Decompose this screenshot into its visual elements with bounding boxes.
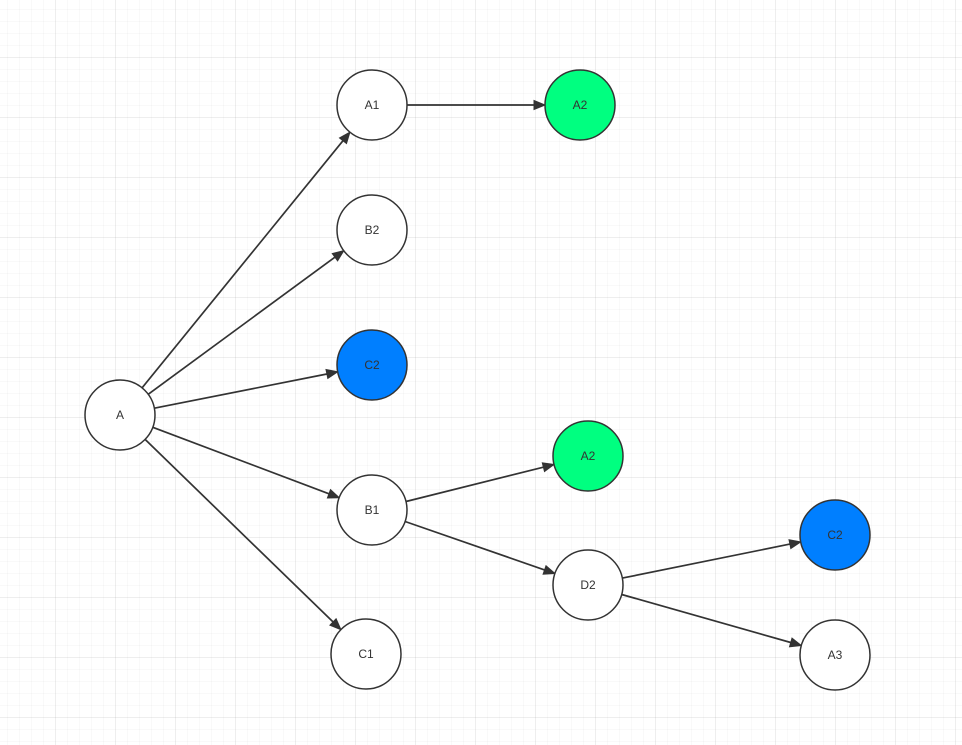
edge-D2-to-C2_right bbox=[622, 539, 802, 579]
node-A1[interactable]: A1 bbox=[336, 69, 408, 141]
node-circle[interactable] bbox=[544, 69, 616, 141]
edge-line bbox=[621, 593, 791, 644]
arrowhead-icon bbox=[541, 462, 556, 473]
edge-line bbox=[154, 373, 328, 410]
edge-A-to-A1 bbox=[141, 131, 351, 389]
edge-line bbox=[144, 438, 334, 623]
node-label: B1 bbox=[365, 503, 380, 517]
node-A2_low[interactable]: A2 bbox=[552, 420, 624, 492]
node-label: D2 bbox=[580, 578, 596, 592]
arrowhead-icon bbox=[788, 539, 802, 550]
node-circle[interactable] bbox=[336, 69, 408, 141]
node-circle[interactable] bbox=[84, 379, 156, 451]
arrowhead-icon bbox=[325, 368, 339, 380]
node-C2_right[interactable]: C2 bbox=[799, 499, 871, 571]
arrowhead-icon bbox=[533, 99, 547, 111]
edge-A-to-B2 bbox=[147, 249, 345, 395]
arrowhead-icon bbox=[542, 564, 557, 575]
arrowhead-icon bbox=[331, 249, 345, 262]
node-circle[interactable] bbox=[799, 499, 871, 571]
edge-D2-to-A3 bbox=[621, 593, 803, 648]
node-B1[interactable]: B1 bbox=[336, 474, 408, 546]
edge-line bbox=[152, 426, 330, 495]
node-label: A1 bbox=[365, 98, 380, 112]
edge-A1-to-A2_top bbox=[407, 99, 547, 111]
node-circle[interactable] bbox=[330, 618, 402, 690]
node-circle[interactable] bbox=[336, 194, 408, 266]
edge-A-to-C1 bbox=[144, 438, 342, 631]
edge-line bbox=[405, 466, 544, 503]
node-label: A2 bbox=[573, 98, 588, 112]
edge-line bbox=[622, 543, 791, 579]
node-A2_top[interactable]: A2 bbox=[544, 69, 616, 141]
arrowhead-icon bbox=[338, 131, 351, 145]
arrowhead-icon bbox=[326, 488, 341, 499]
node-label: A2 bbox=[581, 449, 596, 463]
node-A3[interactable]: A3 bbox=[799, 619, 871, 691]
edge-A-to-C2_mid bbox=[154, 368, 339, 410]
node-circle[interactable] bbox=[552, 420, 624, 492]
edge-line bbox=[404, 520, 545, 571]
edge-B1-to-A2_low bbox=[405, 462, 556, 503]
edge-line bbox=[141, 140, 344, 389]
node-label: B2 bbox=[365, 223, 380, 237]
node-label: C2 bbox=[827, 528, 843, 542]
node-C2_mid[interactable]: C2 bbox=[336, 329, 408, 401]
node-C1[interactable]: C1 bbox=[330, 618, 402, 690]
node-label: A3 bbox=[828, 648, 843, 662]
arrowhead-icon bbox=[329, 617, 342, 631]
node-D2[interactable]: D2 bbox=[552, 549, 624, 621]
node-label: C1 bbox=[358, 647, 374, 661]
node-circle[interactable] bbox=[336, 329, 408, 401]
node-circle[interactable] bbox=[336, 474, 408, 546]
node-B2[interactable]: B2 bbox=[336, 194, 408, 266]
edge-line bbox=[147, 256, 336, 395]
node-A[interactable]: A bbox=[84, 379, 156, 451]
node-label: C2 bbox=[364, 358, 380, 372]
edges-layer bbox=[141, 99, 803, 648]
node-label: A bbox=[116, 408, 124, 422]
edge-B1-to-D2 bbox=[404, 520, 557, 575]
node-circle[interactable] bbox=[799, 619, 871, 691]
edge-A-to-B1 bbox=[152, 426, 341, 499]
node-circle[interactable] bbox=[552, 549, 624, 621]
arrowhead-icon bbox=[788, 637, 803, 648]
